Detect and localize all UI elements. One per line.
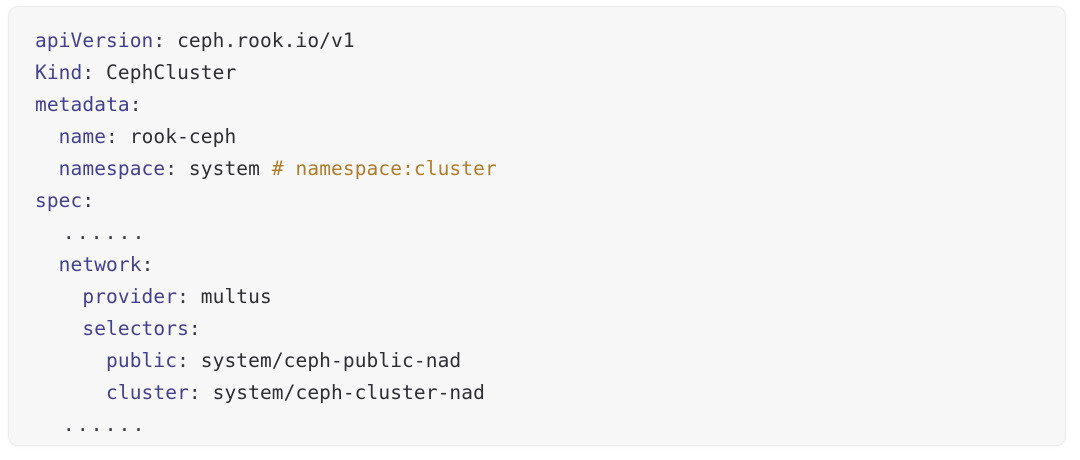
code-line: public: system/ceph-public-nad <box>35 345 1065 377</box>
yaml-colon: : <box>153 29 166 52</box>
yaml-colon: : <box>188 381 201 404</box>
code-line: provider: multus <box>35 281 1065 313</box>
yaml-colon: : <box>165 157 178 180</box>
yaml-colon: : <box>82 189 95 212</box>
code-line: name: rook-ceph <box>35 121 1065 153</box>
yaml-colon: : <box>177 349 189 372</box>
yaml-colon: : <box>177 285 189 308</box>
yaml-colon: : <box>188 317 201 340</box>
yaml-key: namespace <box>35 157 166 180</box>
code-line-ellipsis: ...... <box>35 409 1065 441</box>
code-line-ellipsis: ...... <box>35 217 1065 249</box>
yaml-key: cluster <box>35 381 189 404</box>
yaml-value: rook-ceph <box>117 125 237 148</box>
yaml-value: CephCluster <box>94 61 237 84</box>
yaml-key: selectors <box>35 317 189 340</box>
yaml-value: system/ceph-cluster-nad <box>200 381 485 404</box>
yaml-colon: : <box>106 125 118 148</box>
yaml-key: spec <box>35 189 83 212</box>
yaml-value: system/ceph-public-nad <box>188 349 462 372</box>
code-line: apiVersion: ceph.rook.io/v1 <box>35 25 1065 57</box>
ellipsis-token: ...... <box>35 413 147 436</box>
code-line: spec: <box>35 185 1065 217</box>
yaml-value: ceph.rook.io/v1 <box>165 29 355 52</box>
yaml-key: public <box>35 349 178 372</box>
yaml-colon: : <box>82 61 95 84</box>
yaml-key: name <box>35 125 107 148</box>
code-line: selectors: <box>35 313 1065 345</box>
yaml-key: provider <box>35 285 178 308</box>
code-line: network: <box>35 249 1065 281</box>
yaml-value: multus <box>188 285 272 308</box>
yaml-key: metadata <box>35 93 130 116</box>
yaml-key: apiVersion <box>35 29 154 52</box>
yaml-colon: : <box>141 253 154 276</box>
yaml-value: system <box>177 157 272 180</box>
yaml-comment: # namespace:cluster <box>271 157 497 180</box>
ellipsis-token: ...... <box>35 221 147 244</box>
yaml-key: Kind <box>35 61 83 84</box>
code-line: metadata: <box>35 89 1065 121</box>
yaml-key: network <box>35 253 142 276</box>
code-line: Kind: CephCluster <box>35 57 1065 89</box>
code-line: namespace: system # namespace:cluster <box>35 153 1065 185</box>
yaml-colon: : <box>129 93 142 116</box>
code-line: cluster: system/ceph-cluster-nad <box>35 377 1065 409</box>
